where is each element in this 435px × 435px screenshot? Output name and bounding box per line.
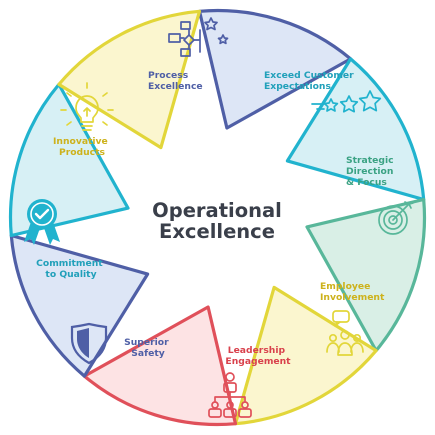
center-title: Operational Excellence: [152, 199, 282, 243]
quality-badge-icon: [24, 199, 60, 245]
target-icon: [378, 201, 414, 235]
label-exceed-customer-expectations: Exceed Customer Expectations: [264, 70, 357, 92]
flowchart-icon: [168, 17, 229, 57]
segments-layer: [8, 8, 427, 427]
org-chart-icon: [208, 372, 252, 418]
label-leadership-engagement: Leadership Engagement: [225, 345, 291, 367]
label-superior-safety: Superior Safety: [124, 337, 172, 359]
lightbulb-icon: [60, 82, 114, 131]
shield-icon: [70, 322, 108, 365]
center-title-line-1: Operational: [152, 199, 282, 222]
segment-innovative-products: [57, 9, 202, 150]
label-process-excellence: Process Excellence: [148, 70, 203, 92]
stars-rating-icon: [311, 90, 382, 113]
segment-labels: Process Excellence Exceed Customer Expec…: [36, 70, 397, 367]
label-commitment-to-quality: Commitment to Quality: [36, 258, 106, 280]
center-title-line-2: Excellence: [159, 220, 275, 243]
label-strategic-direction-focus: Strategic Direction & Focus: [346, 155, 397, 188]
team-chat-icon: [326, 310, 364, 356]
label-employee-involvement: Employee Involvement: [320, 281, 385, 303]
label-innovative-products: Innovative Products: [53, 136, 111, 158]
